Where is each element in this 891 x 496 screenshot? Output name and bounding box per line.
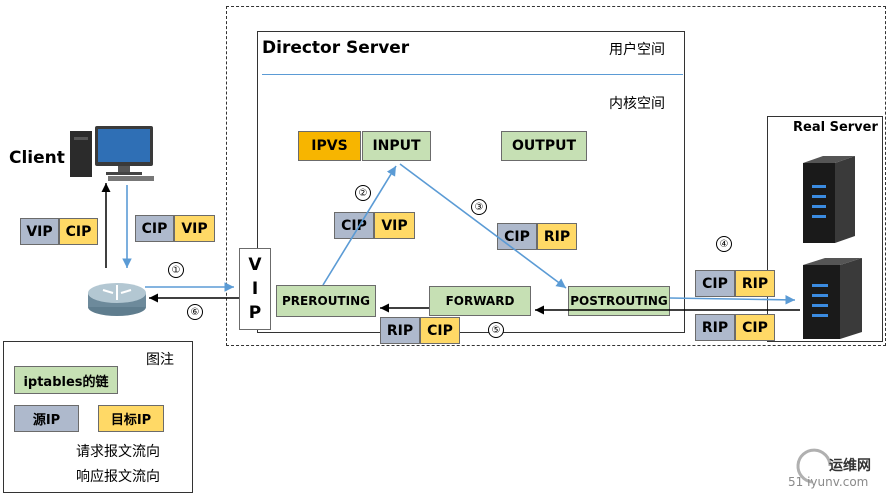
packet-client-out-src: CIP	[135, 215, 174, 242]
vip-letter-p: P	[248, 303, 262, 323]
packet-rs-reply-src: RIP	[695, 314, 735, 341]
step-3-marker: ③	[471, 199, 487, 215]
watermark-site: 运维网	[829, 458, 871, 474]
user-space-label: 用户空间	[609, 42, 665, 58]
step-4-marker: ④	[716, 236, 732, 252]
space-divider	[262, 74, 683, 75]
packet-step4-src: CIP	[695, 270, 735, 297]
packet-step2-dst: VIP	[374, 212, 415, 239]
real-server-label: Real Server	[793, 120, 878, 135]
director-outer-border	[226, 6, 886, 346]
director-server-box	[257, 31, 685, 333]
client-label: Client	[9, 148, 65, 168]
step-6-marker: ⑥	[187, 304, 203, 320]
packet-rs-reply-dst: CIP	[735, 314, 775, 341]
server-2-icon	[803, 258, 862, 339]
chain-prerouting: PREROUTING	[276, 285, 376, 317]
ipvs-box: IPVS	[298, 131, 361, 161]
step-5-marker: ⑤	[488, 322, 504, 338]
watermark-url: 51 iyunv.com	[788, 475, 869, 489]
chain-input: INPUT	[362, 131, 431, 161]
legend-dst-ip-swatch: 目标IP	[98, 405, 164, 432]
legend-request-flow-label: 请求报文流向	[76, 444, 160, 460]
server-1-icon	[803, 156, 855, 243]
legend-response-flow-label: 响应报文流向	[76, 469, 160, 485]
step-1-marker: ①	[168, 262, 184, 278]
director-title: Director Server	[262, 38, 410, 58]
vip-letter-v: V	[248, 255, 262, 275]
packet-step5-src: RIP	[380, 317, 420, 344]
packet-client-out-dst: VIP	[174, 215, 215, 242]
legend-chain-swatch: iptables的链	[14, 366, 118, 394]
step-2-marker: ②	[355, 185, 371, 201]
vip-letter-i: I	[251, 279, 259, 299]
chain-output: OUTPUT	[501, 131, 587, 161]
packet-step4-dst: RIP	[735, 270, 775, 297]
chain-forward: FORWARD	[429, 286, 531, 316]
packet-step5-dst: CIP	[420, 317, 460, 344]
legend-src-ip-swatch: 源IP	[14, 405, 79, 432]
kernel-space-label: 内核空间	[609, 96, 665, 112]
vip-interface: V I P	[239, 248, 271, 330]
legend-title: 图注	[146, 352, 174, 368]
packet-client-in-src: VIP	[20, 218, 59, 245]
real-server-box	[767, 116, 883, 342]
packet-client-in-dst: CIP	[59, 218, 98, 245]
packet-step3-dst: RIP	[537, 223, 577, 250]
packet-step3-src: CIP	[497, 223, 537, 250]
chain-postrouting: POSTROUTING	[568, 286, 670, 316]
